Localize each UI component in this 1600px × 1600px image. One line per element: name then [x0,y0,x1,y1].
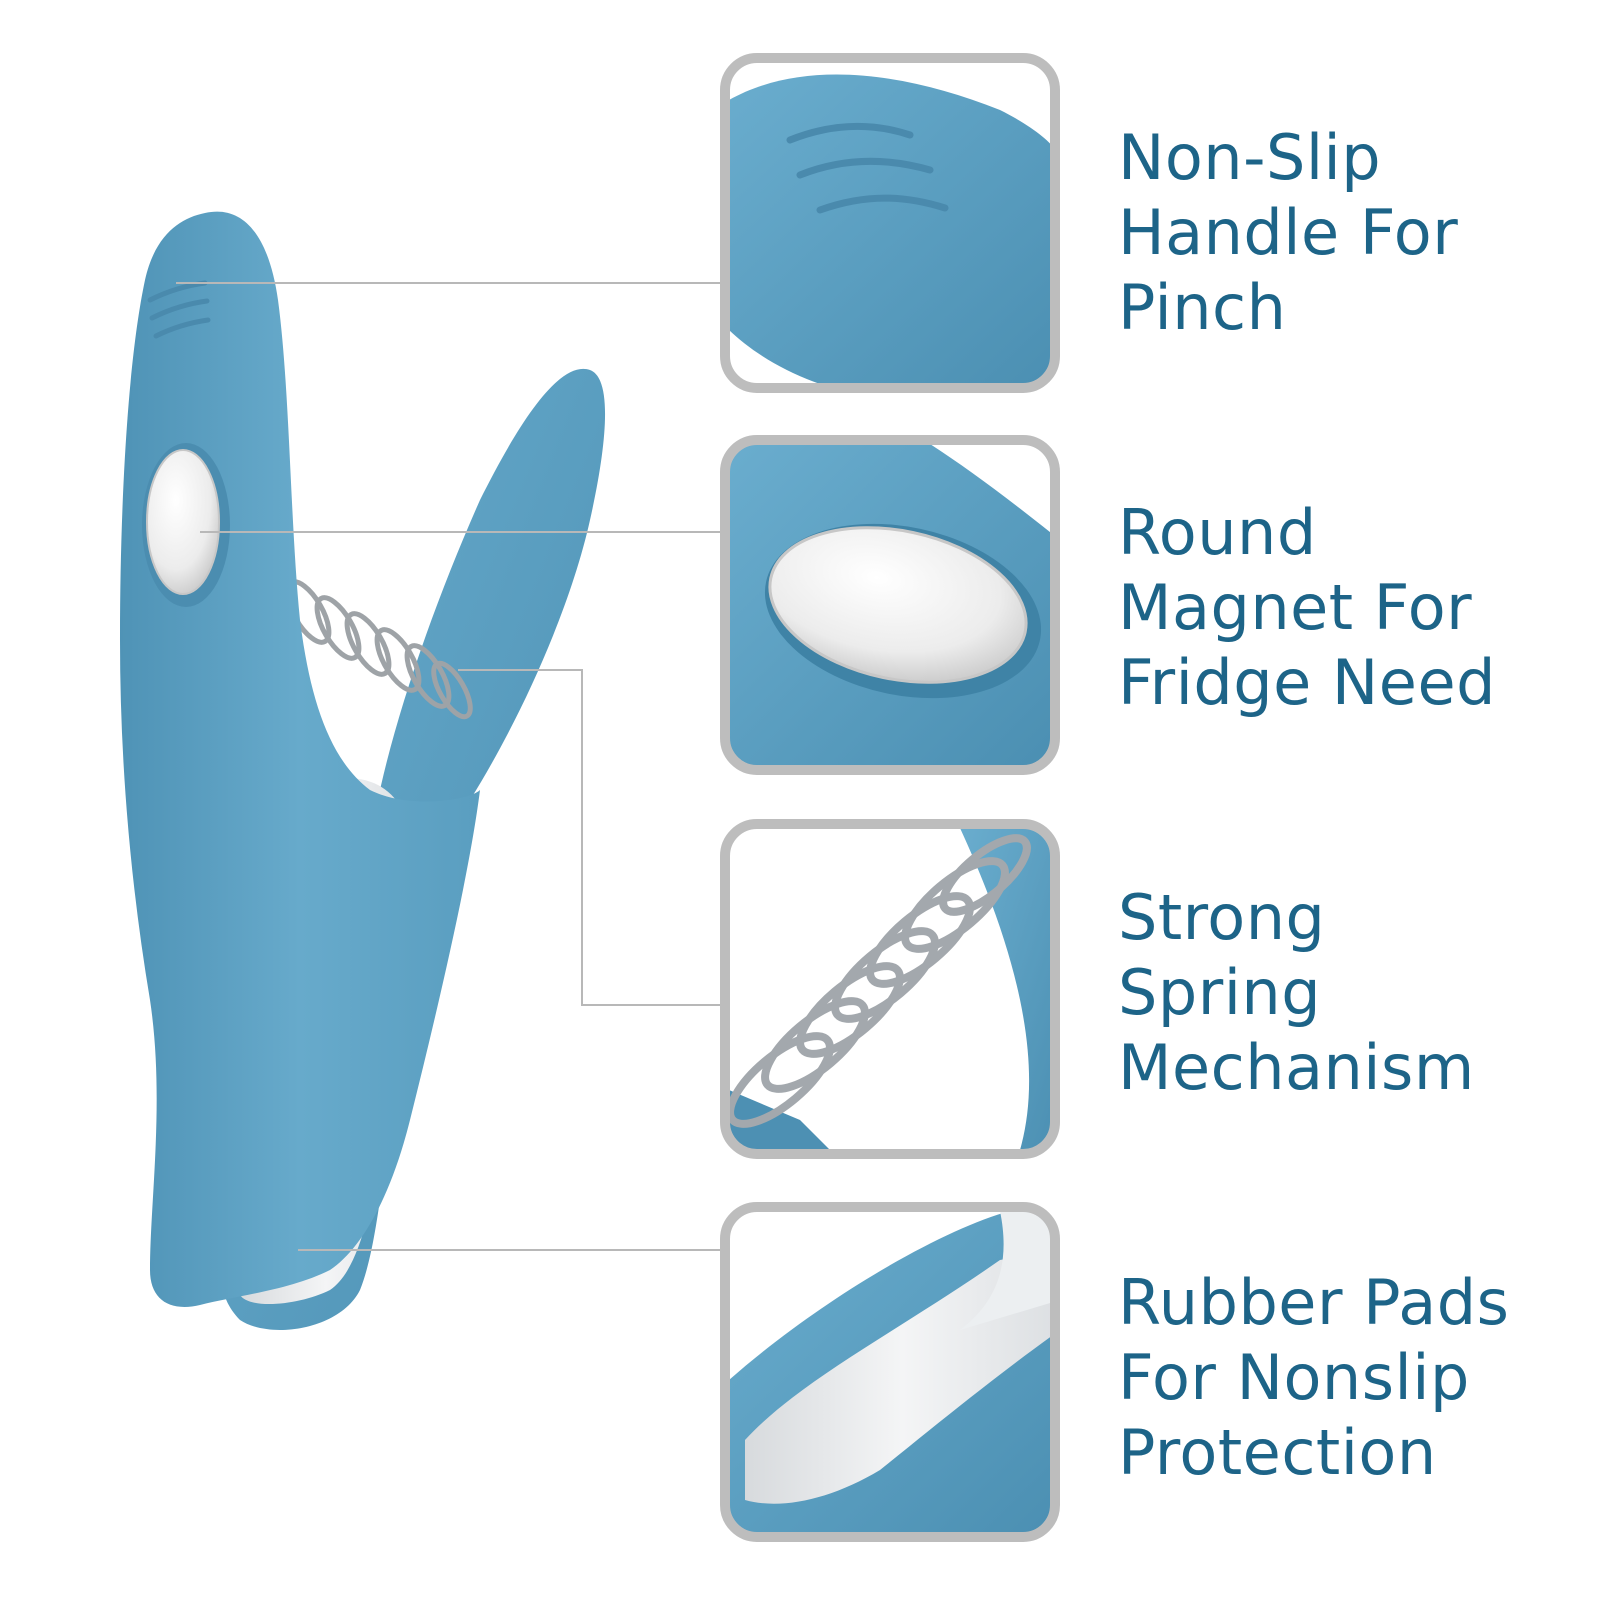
feature-line: Mechanism [1118,1031,1475,1104]
feature-line: Pinch [1118,271,1287,344]
leader-lines [176,282,725,1251]
feature-line: Round [1118,496,1317,569]
closeup-handle [720,53,1060,393]
feature-line: Magnet For [1118,571,1473,644]
feature-magnet-text: Round Magnet For Fridge Need [1118,495,1578,720]
feature-line: For Nonslip [1118,1341,1470,1414]
leader-line-spring [458,669,725,1006]
closeup-spring [720,819,1060,1159]
feature-line: Spring [1118,956,1322,1029]
clip-magnet [142,443,230,607]
closeup-magnet [720,435,1060,775]
feature-line: Non-Slip [1118,121,1382,194]
feature-pad-text: Rubber Pads For Nonslip Protection [1118,1265,1578,1490]
feature-spring-text: Strong Spring Mechanism [1118,880,1578,1105]
feature-line: Protection [1118,1416,1437,1489]
feature-handle-text: Non-Slip Handle For Pinch [1118,120,1578,345]
clothespin-clip [120,211,606,1330]
feature-line: Rubber Pads [1118,1266,1510,1339]
feature-line: Fridge Need [1118,646,1496,719]
feature-line: Strong [1118,881,1326,954]
feature-line: Handle For [1118,196,1459,269]
closeup-rubber-pads [720,1202,1060,1542]
